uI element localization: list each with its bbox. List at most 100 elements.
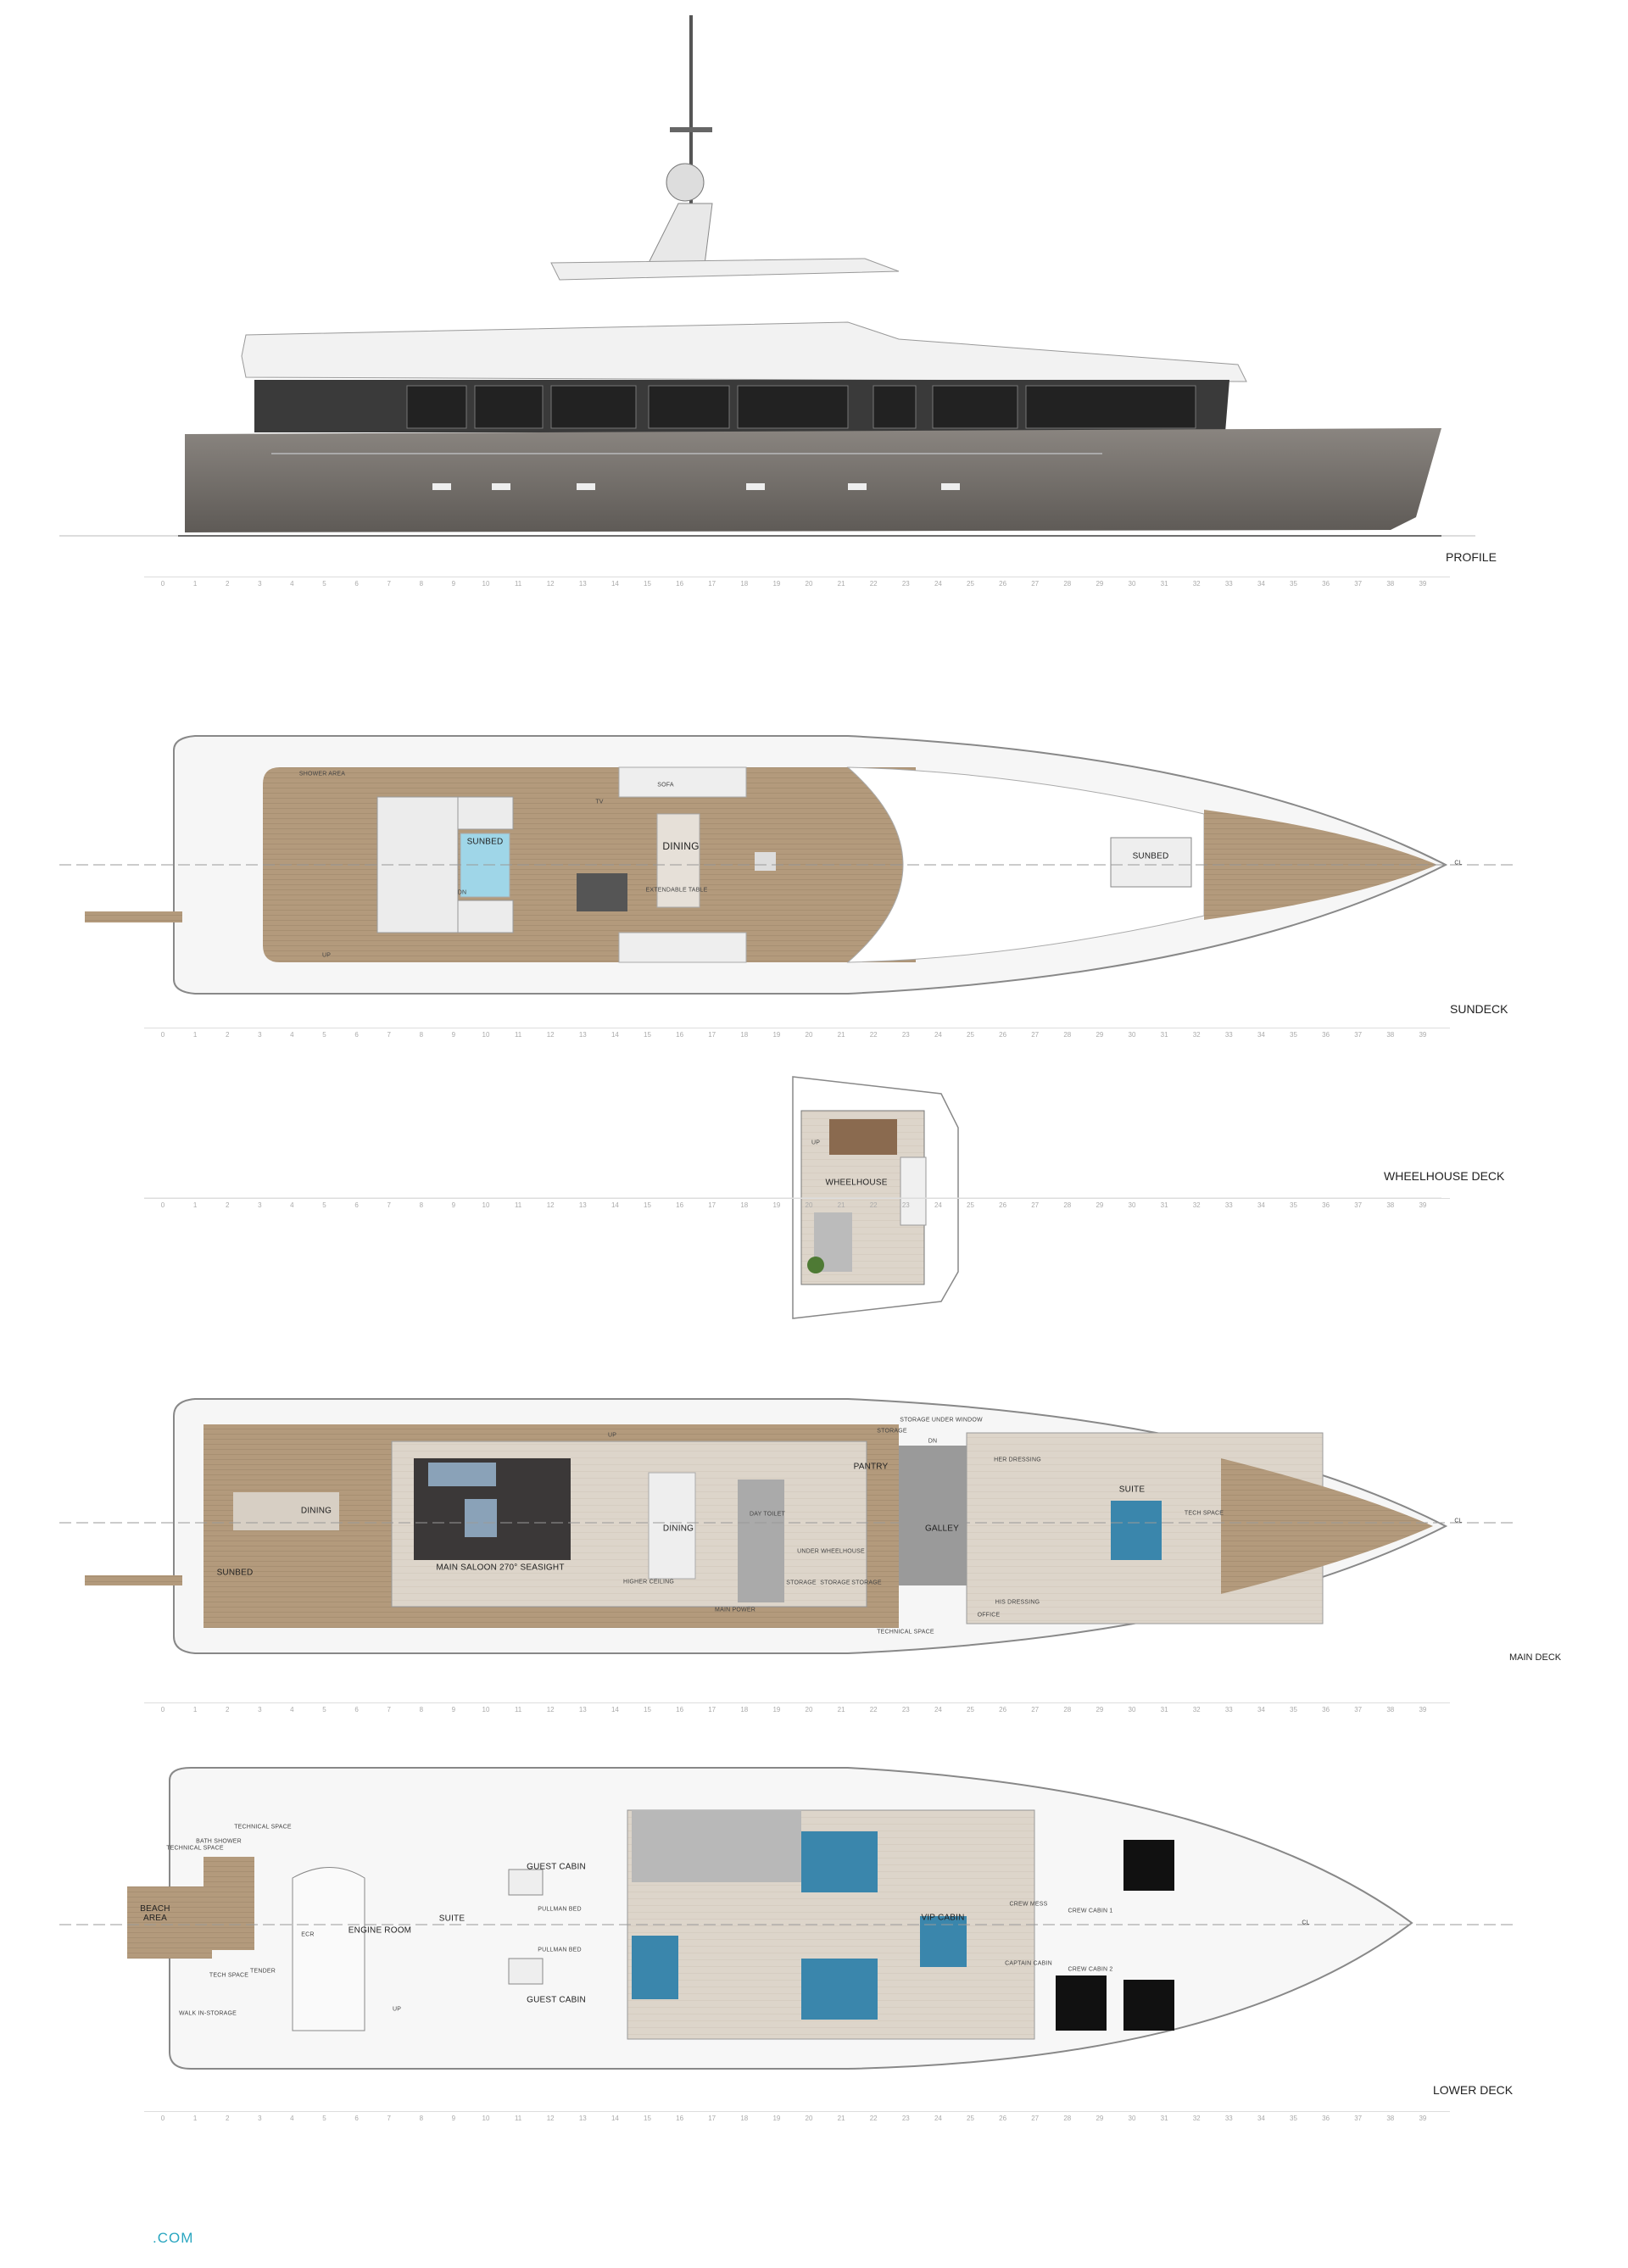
ruler-tick-label: 16 xyxy=(676,1201,684,1209)
stair-label: DN xyxy=(928,1438,938,1445)
sunbed-fwd xyxy=(1110,837,1192,888)
ruler-tick-label: 34 xyxy=(1257,1706,1265,1714)
ruler-tick-label: 4 xyxy=(290,2115,294,2122)
ruler-tick-label: 19 xyxy=(772,1031,781,1039)
room-label: TECHNICAL SPACE xyxy=(877,1629,934,1636)
room-label: ECR xyxy=(301,1931,315,1938)
ruler-tick-label: 5 xyxy=(322,580,326,588)
ruler-tick-label: 36 xyxy=(1322,1706,1330,1714)
ruler-tick-label: 1 xyxy=(192,580,198,588)
ruler-tick-label: 18 xyxy=(740,1706,749,1714)
ruler-tick-label: 35 xyxy=(1290,2115,1297,2122)
ruler-tick-label: 20 xyxy=(805,1706,813,1714)
ruler-tick-label: 10 xyxy=(482,580,490,588)
room-label: CAPTAIN CABIN xyxy=(1005,1960,1052,1967)
ruler-line xyxy=(144,1702,1450,1703)
ruler-tick-label: 30 xyxy=(1128,1706,1136,1714)
ruler-tick-label: 3 xyxy=(258,580,262,588)
ruler-tick-label: 35 xyxy=(1290,580,1297,588)
room-label: EXTENDABLE TABLE xyxy=(645,887,708,894)
ruler-tick-label: 8 xyxy=(419,1031,424,1039)
ruler-tick-label: 22 xyxy=(869,1201,878,1209)
ruler-tick-label: 9 xyxy=(451,580,456,588)
ruler-tick-label: 25 xyxy=(967,2115,974,2122)
ruler-tick-label: 13 xyxy=(578,2115,587,2122)
ruler-tick-label: 3 xyxy=(258,1201,262,1209)
room-label: DINING xyxy=(662,1524,694,1534)
ruler-tick-label: 31 xyxy=(1160,1201,1168,1209)
ruler-tick-label: 36 xyxy=(1322,1031,1330,1039)
stair-label: DN xyxy=(457,889,467,896)
ruler-tick-label: 23 xyxy=(901,1201,910,1209)
ruler-tick-label: 4 xyxy=(290,1031,294,1039)
main-deck-plan xyxy=(59,1398,1518,1654)
ruler-tick-label: 0 xyxy=(160,2115,165,2122)
room-label: TENDER xyxy=(250,1968,276,1975)
ruler-tick-label: 32 xyxy=(1192,580,1201,588)
ruler-tick-label: 5 xyxy=(322,1031,326,1039)
ruler-tick-label: 11 xyxy=(514,1706,522,1714)
ruler-line xyxy=(144,1198,1450,1199)
ruler-tick-label: 21 xyxy=(837,2115,845,2122)
room-label: TECHNICAL SPACE xyxy=(234,1824,292,1831)
ruler-tick-label: 12 xyxy=(546,580,555,588)
deck-title-profile: PROFILE xyxy=(1446,550,1497,564)
ruler-tick-label: 37 xyxy=(1354,580,1363,588)
room-label: SUNBED xyxy=(1132,851,1169,861)
ruler-tick-label: 39 xyxy=(1419,1706,1427,1714)
ruler-tick-label: 10 xyxy=(482,1706,490,1714)
ruler-tick-label: 27 xyxy=(1031,580,1040,588)
ruler-tick-label: 27 xyxy=(1031,2115,1040,2122)
ruler-tick-label: 19 xyxy=(772,2115,781,2122)
ruler-tick-label: 8 xyxy=(419,1706,424,1714)
room-label: SUITE xyxy=(1118,1485,1146,1495)
ruler-tick-label: 9 xyxy=(451,1201,456,1209)
ruler-tick-label: 33 xyxy=(1224,1201,1233,1209)
ruler-tick-label: 34 xyxy=(1257,1031,1265,1039)
ruler-tick-label: 23 xyxy=(901,2115,910,2122)
ruler-tick-label: 11 xyxy=(514,1031,522,1039)
ruler-tick-label: 36 xyxy=(1322,2115,1330,2122)
radome xyxy=(666,163,705,202)
sundeck-plan xyxy=(59,735,1518,995)
ruler-tick-label: 0 xyxy=(160,580,165,588)
room-label: WALK IN-STORAGE xyxy=(179,2010,237,2017)
ruler-tick-label: 11 xyxy=(514,2115,522,2122)
ruler-tick-label: 21 xyxy=(837,580,845,588)
ruler-tick-label: 22 xyxy=(869,1031,878,1039)
ruler-tick-label: 1 xyxy=(192,2115,198,2122)
lower-deck-plan xyxy=(59,1767,1518,2070)
ruler-tick-label: 33 xyxy=(1224,1706,1233,1714)
ruler-tick-label: 17 xyxy=(708,1706,716,1714)
ruler-tick-label: 10 xyxy=(482,1201,490,1209)
ruler-tick-label: 18 xyxy=(740,580,749,588)
ruler-tick-label: 11 xyxy=(514,1201,522,1209)
ruler-tick-label: 20 xyxy=(805,1031,813,1039)
dining-table xyxy=(656,813,700,908)
ruler-tick-label: 3 xyxy=(258,2115,262,2122)
ruler-tick-label: 6 xyxy=(354,1706,359,1714)
room-label: HER DRESSING xyxy=(994,1457,1041,1463)
ruler-tick-label: 22 xyxy=(869,580,878,588)
room-label: VIP CABIN xyxy=(921,1913,965,1923)
ruler-tick-label: 20 xyxy=(805,1201,813,1209)
ruler-tick-label: 13 xyxy=(578,1706,587,1714)
room-label: HIS DRESSING xyxy=(995,1599,1040,1606)
ruler-tick-label: 17 xyxy=(708,2115,716,2122)
ruler-tick-label: 38 xyxy=(1386,2115,1395,2122)
ruler-tick-label: 8 xyxy=(419,2115,424,2122)
room-label: HIGHER CEILING xyxy=(623,1579,674,1585)
ruler-tick-label: 29 xyxy=(1096,1201,1104,1209)
room-label: PANTRY xyxy=(853,1462,889,1472)
ruler-tick-label: 16 xyxy=(676,1031,684,1039)
ruler-tick-label: 19 xyxy=(772,580,781,588)
stair-label: UP xyxy=(392,2006,402,2013)
ruler-tick-label: 6 xyxy=(354,1031,359,1039)
ruler-tick-label: 26 xyxy=(999,580,1007,588)
ruler-tick-label: 4 xyxy=(290,1706,294,1714)
vip-bed xyxy=(920,1916,967,1967)
room-label: SHOWER AREA xyxy=(298,771,346,777)
ruler-tick-label: 22 xyxy=(869,1706,878,1714)
room-label: STORAGE xyxy=(877,1428,907,1435)
